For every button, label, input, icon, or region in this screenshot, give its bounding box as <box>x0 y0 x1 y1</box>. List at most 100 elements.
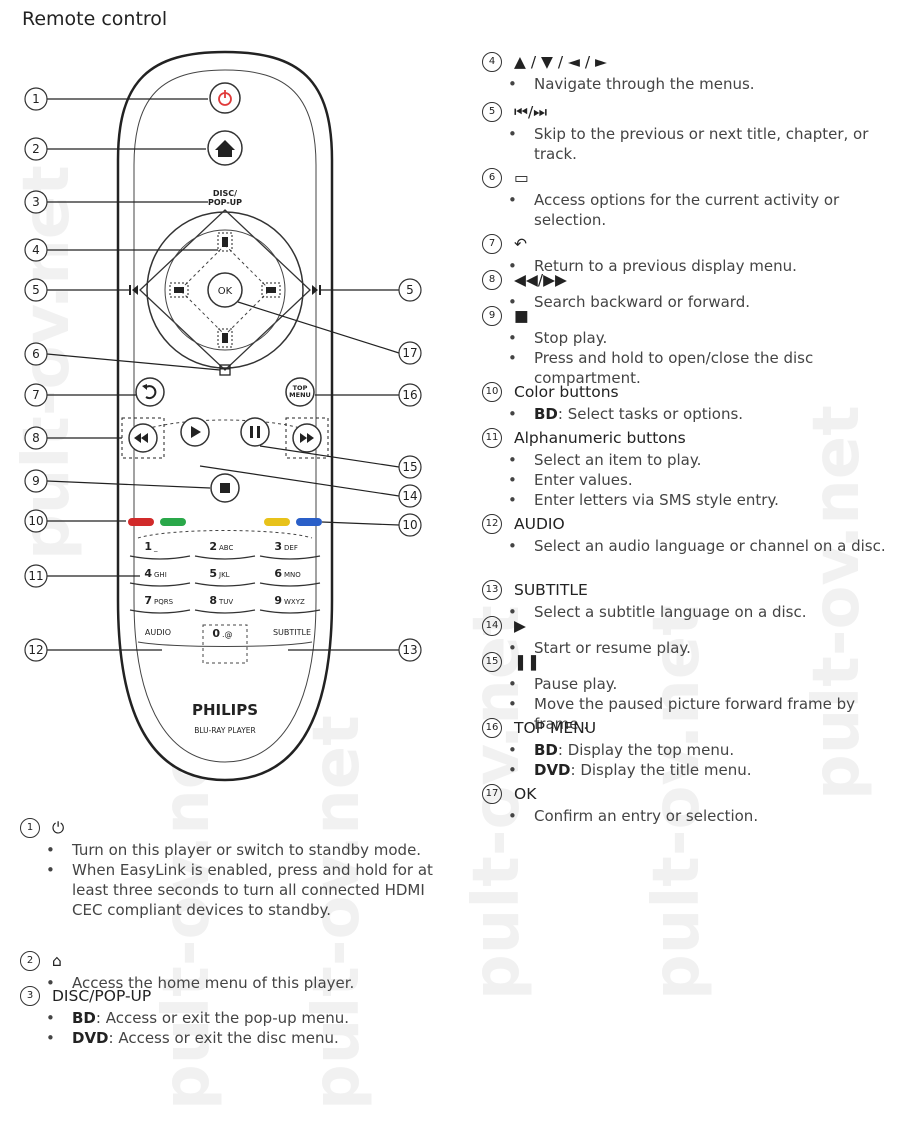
bullet: Stop play. <box>482 328 900 348</box>
item-number-badge: 12 <box>482 514 502 534</box>
key-button-3 <box>259 555 321 560</box>
key-letters: MNO <box>284 571 301 579</box>
callout-number: 10 <box>28 514 43 528</box>
bullet: Confirm an entry or selection. <box>482 806 900 826</box>
bullet: Access options for the current activity … <box>482 190 900 230</box>
callout-12 <box>24 638 48 662</box>
brand-logo: PHILIPS <box>192 701 258 719</box>
blue-button <box>296 518 322 526</box>
key-digit: 7 <box>144 594 152 607</box>
callout-number: 5 <box>32 283 40 297</box>
item-symbol: ⌂ <box>52 952 62 970</box>
callout-3 <box>24 190 48 214</box>
bullet: BD: Access or exit the pop-up menu. <box>20 1008 440 1028</box>
bullet: BD: Display the top menu. <box>482 740 900 760</box>
callout-16 <box>398 383 422 407</box>
key-letters: PQRS <box>154 598 174 606</box>
key-letters: _ <box>153 544 158 552</box>
remote-inner-outline <box>133 69 317 763</box>
key-button-8 <box>194 609 256 614</box>
callout-7 <box>24 383 48 407</box>
item-symbol: ▲ / ▼ / ◄ / ► <box>514 53 607 71</box>
key-button-7 <box>129 609 191 614</box>
item-number-badge: 2 <box>20 951 40 971</box>
item-number-badge: 17 <box>482 784 502 804</box>
nav-ring-outer <box>139 209 311 371</box>
forward-group <box>285 417 329 459</box>
page-title: Remote control <box>22 8 168 30</box>
top-menu-button <box>285 377 315 407</box>
key-digit: 0 <box>212 627 220 640</box>
item-heading: AUDIO <box>514 515 565 533</box>
bullet: DVD: Access or exit the disc menu. <box>20 1028 440 1048</box>
key-button-4 <box>129 582 191 587</box>
callout-number: 17 <box>402 346 417 360</box>
callout-number: 10 <box>402 518 417 532</box>
item-number-badge: 15 <box>482 652 502 672</box>
rewind-icon <box>134 433 148 443</box>
callout-number: 13 <box>402 643 417 657</box>
bullet: Select an item to play. <box>482 450 900 470</box>
bullet: Skip to the previous or next title, chap… <box>482 124 900 164</box>
key-digit: 2 <box>209 540 217 553</box>
back-icon <box>144 385 157 400</box>
item-17: 17OKConfirm an entry or selection. <box>482 784 900 826</box>
zero-group <box>202 624 248 664</box>
key-digit: 1 <box>144 540 152 553</box>
callout-number: 11 <box>28 569 43 583</box>
item-number-badge: 4 <box>482 52 502 72</box>
item-number-badge: 13 <box>482 580 502 600</box>
key-letters: TUV <box>218 598 233 606</box>
item-number-badge: 5 <box>482 102 502 122</box>
item-heading: DISC/POP-UP <box>52 987 152 1005</box>
bullet: BD: Select tasks or options. <box>482 404 900 424</box>
key-button-2 <box>194 555 256 560</box>
key-letters: WXYZ <box>284 598 305 606</box>
bullet: Move the paused picture forward frame by… <box>482 694 900 734</box>
key-letters: ABC <box>219 544 233 552</box>
back-button <box>135 377 165 407</box>
callout-number: 15 <box>402 460 417 474</box>
bullet: Start or resume play. <box>482 638 900 658</box>
skip-previous-icon <box>132 285 138 295</box>
callout-4 <box>24 238 48 262</box>
item-heading: Alphanumeric buttons <box>514 429 686 447</box>
right-arrow-icon <box>261 282 281 298</box>
bullet: Press and hold to open/close the disc co… <box>482 348 900 388</box>
pause-button <box>240 417 270 447</box>
svg-text:TOP: TOP <box>293 384 308 392</box>
subtitle-label: SUBTITLE <box>273 628 311 637</box>
svg-text:MENU: MENU <box>289 391 311 399</box>
callout-2 <box>24 137 48 161</box>
item-symbol: ◀◀/▶▶ <box>514 271 567 289</box>
bullet: Select an audio language or channel on a… <box>482 536 900 556</box>
item-number-badge: 14 <box>482 616 502 636</box>
item-1: 1 ⏻ Turn on this player or switch to stand… <box>20 818 440 920</box>
bullet: Turn on this player or switch to standby… <box>20 840 440 860</box>
item-symbol: ⏻ <box>52 819 65 837</box>
yellow-button <box>264 518 290 526</box>
callout-8 <box>24 426 48 450</box>
item-number-badge: 1 <box>20 818 40 838</box>
item-symbol: ❚❚ <box>514 653 540 671</box>
callout-number: 3 <box>32 195 40 209</box>
item-heading: Color buttons <box>514 383 619 401</box>
item-symbol: ▶ <box>514 617 526 635</box>
callout-number: 5 <box>406 283 414 297</box>
callout-9 <box>24 469 48 493</box>
key-letters: GHI <box>154 571 167 579</box>
item-heading: SUBTITLE <box>514 581 588 599</box>
ok-button <box>207 272 243 308</box>
audio-label: AUDIO <box>145 628 171 637</box>
bullet: Select a subtitle language on a disc. <box>482 602 900 622</box>
item-number-badge: 9 <box>482 306 502 326</box>
item-symbol: ⏮/⏭ <box>514 103 548 121</box>
callout-6 <box>24 342 48 366</box>
callout-number: 14 <box>402 489 417 503</box>
disc-popup-label: DISC/ <box>213 189 237 198</box>
